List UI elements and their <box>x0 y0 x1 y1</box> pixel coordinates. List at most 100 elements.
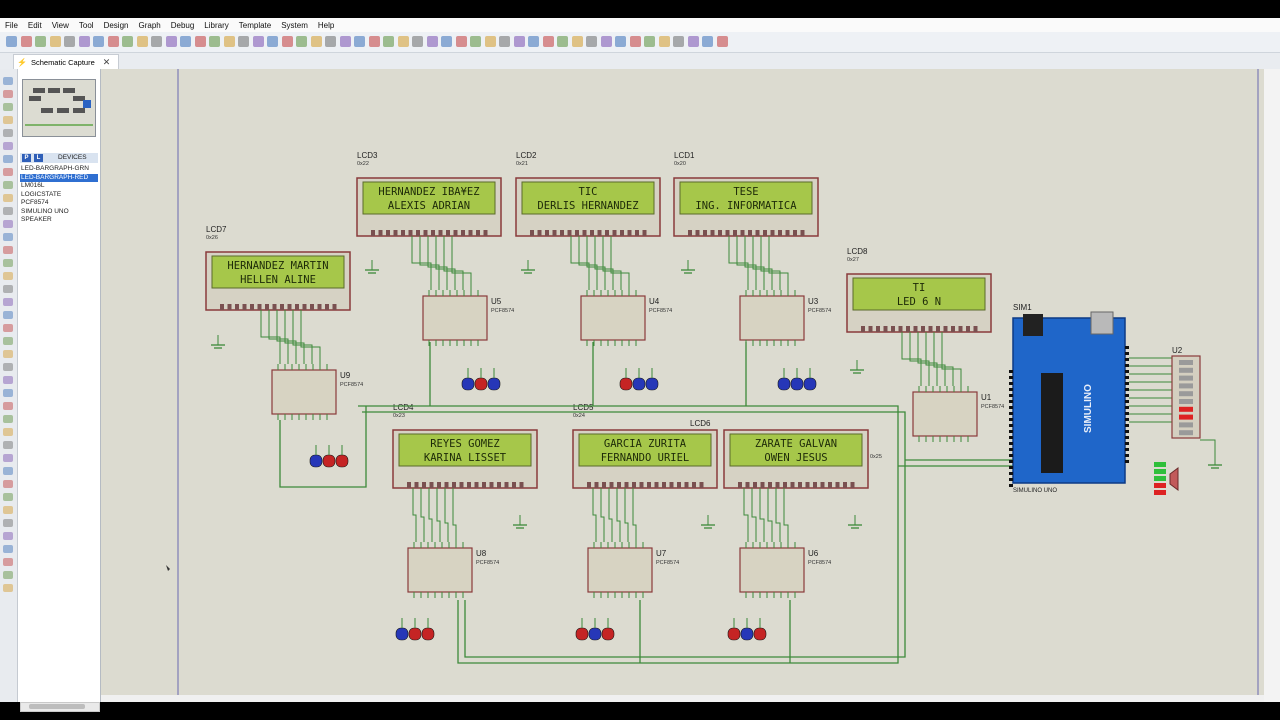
tool-button[interactable] <box>3 363 13 371</box>
toolbar-button[interactable] <box>702 36 713 47</box>
toolbar-button[interactable] <box>716 36 728 47</box>
list-item[interactable]: SIMULINO UNO <box>21 207 69 215</box>
toolbar-button[interactable] <box>354 36 365 47</box>
close-icon[interactable]: ✕ <box>102 56 111 67</box>
toolbar-button[interactable] <box>470 36 481 47</box>
tool-button[interactable] <box>3 571 13 579</box>
menu-file[interactable]: File <box>5 20 18 30</box>
toolbar-button[interactable] <box>122 36 133 47</box>
tool-button[interactable] <box>3 415 13 423</box>
tool-button[interactable] <box>3 389 13 397</box>
toolbar-button[interactable] <box>281 36 293 47</box>
library-manager-button[interactable]: L <box>34 154 43 162</box>
tool-button[interactable] <box>3 467 13 475</box>
toolbar-button[interactable] <box>557 36 568 47</box>
toolbar-button[interactable] <box>455 36 467 47</box>
toolbar-button[interactable] <box>615 36 626 47</box>
toolbar-button[interactable] <box>499 36 510 47</box>
toolbar-button[interactable] <box>6 36 17 47</box>
tool-button[interactable] <box>3 116 13 124</box>
tool-button[interactable] <box>3 129 13 137</box>
menu-view[interactable]: View <box>51 20 69 30</box>
tool-button[interactable] <box>3 181 13 189</box>
toolbar-button[interactable] <box>238 36 249 47</box>
toolbar-button[interactable] <box>484 36 496 47</box>
toolbar-button[interactable] <box>383 36 394 47</box>
toolbar-button[interactable] <box>658 36 670 47</box>
toolbar-button[interactable] <box>165 36 177 47</box>
toolbar-button[interactable] <box>528 36 539 47</box>
toolbar-button[interactable] <box>426 36 438 47</box>
list-item[interactable]: LM016L <box>21 182 45 189</box>
toolbar-button[interactable] <box>571 36 583 47</box>
toolbar-button[interactable] <box>412 36 423 47</box>
list-item[interactable]: LOGICSTATE <box>21 190 62 198</box>
toolbar-button[interactable] <box>687 36 699 47</box>
toolbar-button[interactable] <box>325 36 336 47</box>
overview-window[interactable] <box>22 79 96 137</box>
tool-button[interactable] <box>3 272 13 280</box>
tool-button[interactable] <box>3 168 13 176</box>
menu-help[interactable]: Help <box>317 20 335 30</box>
list-item-selected[interactable]: LED-BARGRAPH-RED <box>20 173 98 182</box>
toolbar-button[interactable] <box>600 36 612 47</box>
menu-library[interactable]: Library <box>204 20 229 30</box>
scrollbar-thumb[interactable] <box>29 704 85 709</box>
tool-button[interactable] <box>3 259 13 267</box>
toolbar-button[interactable] <box>267 36 278 47</box>
tool-button[interactable] <box>3 337 13 345</box>
toolbar-button[interactable] <box>136 36 148 47</box>
toolbar-button[interactable] <box>49 36 61 47</box>
toolbar-button[interactable] <box>339 36 351 47</box>
list-item[interactable]: SPEAKER <box>21 216 52 223</box>
tool-button[interactable] <box>3 441 13 449</box>
tool-button[interactable] <box>3 90 13 98</box>
toolbar-button[interactable] <box>644 36 655 47</box>
tool-button[interactable] <box>3 428 13 436</box>
tool-button[interactable] <box>3 103 13 111</box>
tool-button[interactable] <box>3 584 13 592</box>
toolbar-button[interactable] <box>542 36 554 47</box>
toolbar-button[interactable] <box>629 36 641 47</box>
toolbar-button[interactable] <box>513 36 525 47</box>
toolbar-button[interactable] <box>223 36 235 47</box>
toolbar-button[interactable] <box>180 36 191 47</box>
toolbar-button[interactable] <box>151 36 162 47</box>
tool-button[interactable] <box>3 493 13 501</box>
toolbar-button[interactable] <box>194 36 206 47</box>
toolbar-button[interactable] <box>78 36 90 47</box>
menu-tool[interactable]: Tool <box>78 20 94 30</box>
tool-button[interactable] <box>3 532 13 540</box>
tool-button[interactable] <box>3 246 13 254</box>
tool-button[interactable] <box>3 298 13 306</box>
tool-button[interactable] <box>3 77 13 85</box>
menu-design[interactable]: Design <box>103 20 129 30</box>
tab-schematic-capture[interactable]: ⚡ Schematic Capture ✕ <box>13 54 119 69</box>
toolbar-button[interactable] <box>296 36 307 47</box>
tool-button[interactable] <box>3 454 13 462</box>
toolbar-button[interactable] <box>252 36 264 47</box>
list-item[interactable]: LED-BARGRAPH-GRN <box>21 165 89 172</box>
toolbar-button[interactable] <box>441 36 452 47</box>
toolbar-button[interactable] <box>586 36 597 47</box>
tool-button[interactable] <box>3 519 13 527</box>
tool-button[interactable] <box>3 402 13 410</box>
menu-template[interactable]: Template <box>238 20 272 30</box>
panel-scrollbar[interactable] <box>20 702 100 712</box>
tool-button[interactable] <box>3 324 13 332</box>
toolbar-button[interactable] <box>397 36 409 47</box>
toolbar-button[interactable] <box>93 36 104 47</box>
tool-button[interactable] <box>3 545 13 553</box>
menu-system[interactable]: System <box>281 20 308 30</box>
toolbar-button[interactable] <box>310 36 322 47</box>
tool-button[interactable] <box>3 558 13 566</box>
list-item[interactable]: PCF8574 <box>21 199 49 206</box>
pick-devices-button[interactable]: P <box>22 154 31 162</box>
tool-button[interactable] <box>3 350 13 358</box>
menu-edit[interactable]: Edit <box>27 20 42 30</box>
toolbar-button[interactable] <box>209 36 220 47</box>
menu-debug[interactable]: Debug <box>170 20 195 30</box>
toolbar-button[interactable] <box>35 36 46 47</box>
toolbar-button[interactable] <box>107 36 119 47</box>
